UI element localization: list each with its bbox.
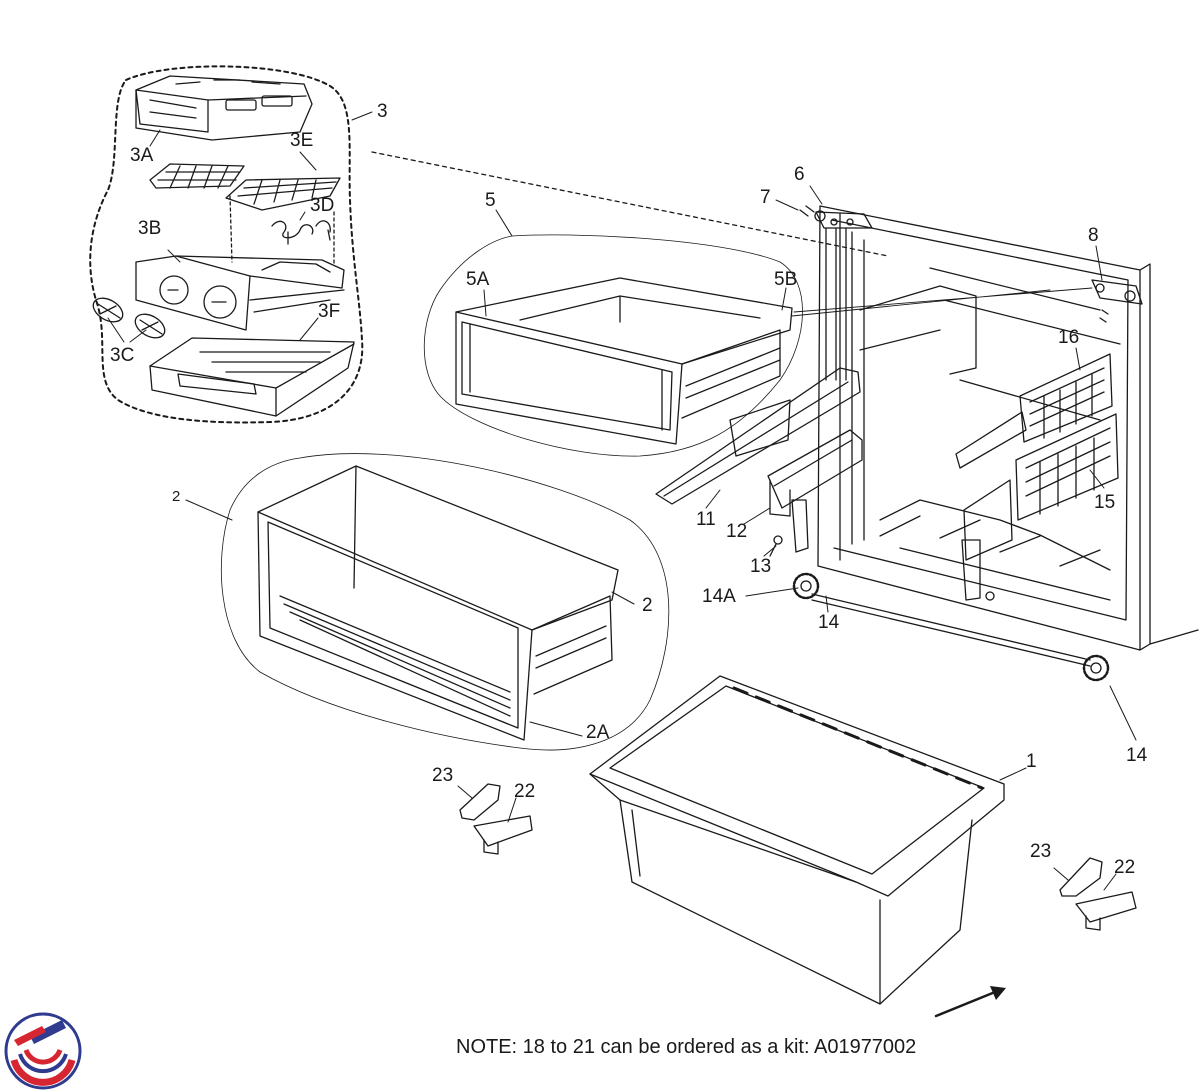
kit-note: NOTE: 18 to 21 can be ordered as a kit: … [456,1036,917,1058]
label-3c: 3C [110,345,135,366]
label-12: 12 [726,521,748,542]
label-5a: 5A [466,269,490,290]
part-3f-ice-bin [149,337,355,417]
label-16: 16 [1058,327,1080,348]
label-3f: 3F [318,301,341,322]
part-11-slide [655,367,861,505]
direction-arrow [934,988,1002,1018]
label-14-lower: 14 [1126,745,1148,766]
part-5-drawer [455,277,793,445]
label-23-right: 23 [1030,841,1052,862]
label-5b: 5B [774,269,798,290]
label-3a: 3A [130,145,154,166]
part-22-left [473,815,533,855]
label-23-left: 23 [432,765,454,786]
leader-lines [107,111,1137,891]
label-3b: 3B [138,218,162,239]
part-23-left [459,783,501,821]
label-6: 6 [794,164,805,185]
label-5: 5 [485,190,496,211]
part-14-shaft [792,572,1110,682]
part-3c-knobs [92,297,166,339]
label-13: 13 [750,556,772,577]
label-2a: 2A [586,722,610,743]
label-14-upper: 14 [818,612,840,633]
label-14a: 14A [702,586,736,607]
part-2-drawer [257,465,619,741]
part-23-right [1059,857,1103,897]
label-3: 3 [377,101,388,122]
label-1: 1 [1026,751,1037,772]
label-2-small: 2 [172,488,181,505]
label-11: 11 [696,509,716,530]
part-22-right [1075,891,1137,931]
part-3a-ice-cover [135,75,313,141]
part-12-slide-bracket [767,429,863,553]
label-22-right: 22 [1114,857,1136,878]
drawer-5-boundary [423,234,803,457]
part-16-slide [955,353,1113,469]
drawer-2-boundary [220,453,670,751]
ice-kit-boundary [89,65,364,424]
label-15: 15 [1094,492,1116,513]
part-1-pan [589,675,1005,1005]
part-3b-frame [135,255,345,331]
part-6-hinge [814,210,873,381]
label-3d: 3D [310,195,335,216]
part-15-slide [961,413,1119,601]
brand-logo [4,1012,82,1090]
part-13-screw [769,535,783,557]
arrow-head [990,986,1006,1000]
part-8-hinge [1091,279,1143,323]
label-3e: 3E [290,130,314,151]
label-2: 2 [642,595,653,616]
part-7-screw [799,205,815,217]
label-8: 8 [1088,225,1099,246]
part-3d-springs [271,220,331,245]
cabinet [817,205,1199,651]
part-3e-ice-trays [149,163,341,211]
label-22-left: 22 [514,781,536,802]
label-7: 7 [760,187,771,208]
